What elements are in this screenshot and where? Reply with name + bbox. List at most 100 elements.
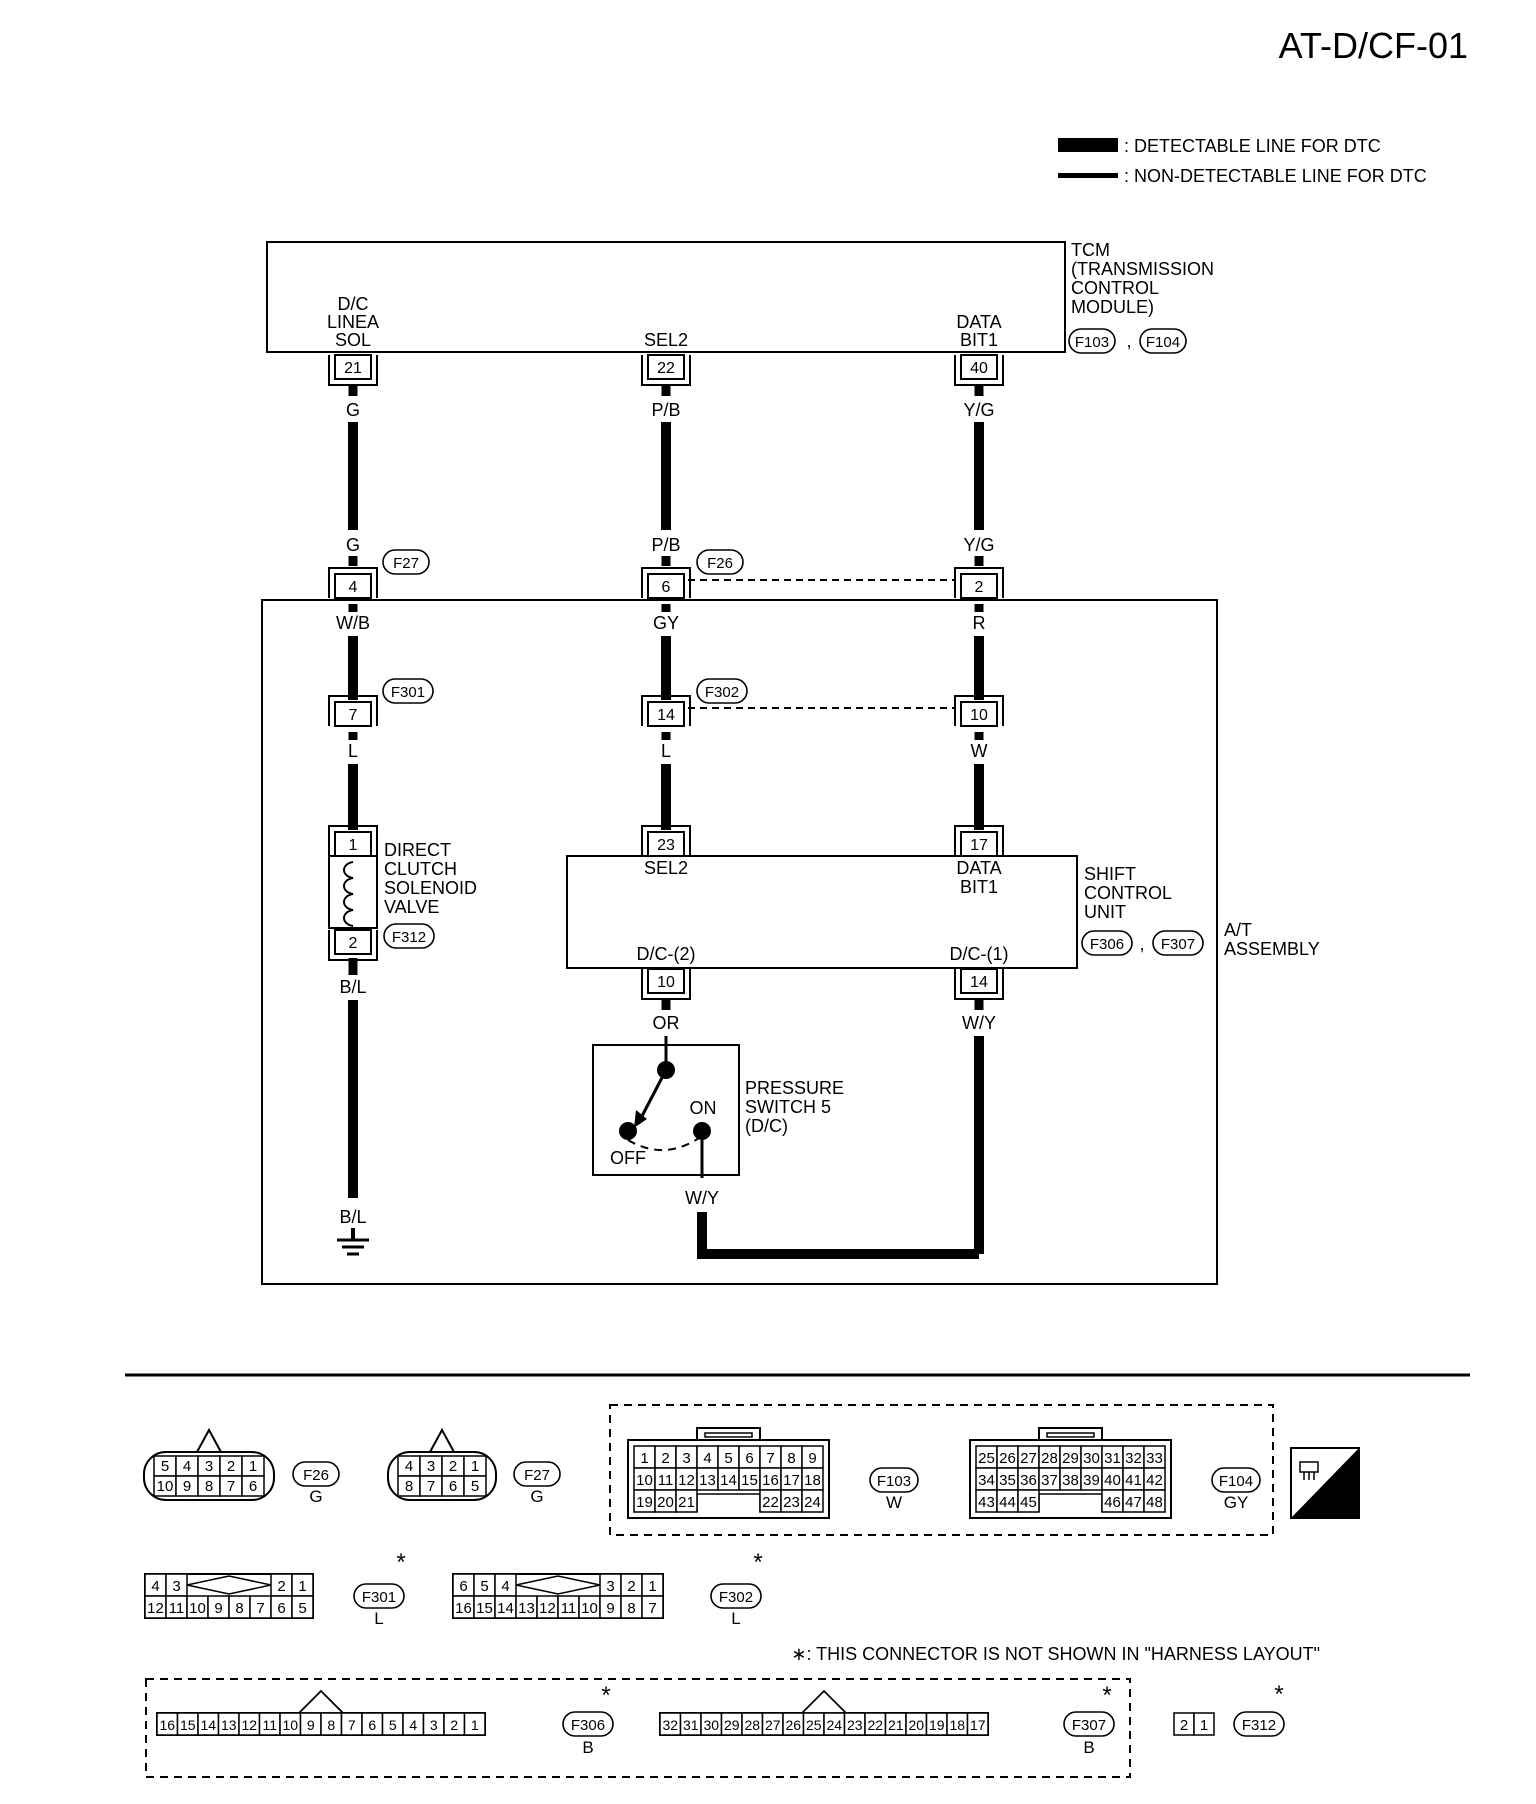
connector-view-f306-pin: 9 bbox=[307, 1717, 315, 1733]
page-code: AT-D/CF-01 bbox=[1279, 25, 1468, 66]
connector-view-f104-pin: 46 bbox=[1104, 1494, 1121, 1511]
connector-view-f26-cell bbox=[241, 1475, 265, 1497]
tcm-terminal-40-number: 40 bbox=[970, 360, 988, 377]
f26-terminal-2: 2 bbox=[954, 567, 1004, 599]
shift-unit-connector-f307-outline bbox=[1152, 930, 1204, 956]
f26-terminal-2-number: 2 bbox=[975, 579, 984, 596]
connector-group-f103-f104 bbox=[609, 1404, 1274, 1536]
connector-view-f301-pin: 4 bbox=[151, 1578, 159, 1595]
connector-view-f307-pin: 27 bbox=[765, 1717, 781, 1733]
tcm-terminal-21-label-line: D/C bbox=[338, 294, 369, 314]
tcm-terminal-22-number: 22 bbox=[657, 360, 675, 377]
connector-view-f104-label-text: F104 bbox=[1219, 1473, 1253, 1490]
connector-view-f103-label-text: F103 bbox=[877, 1473, 911, 1490]
connector-view-f103-pin: 7 bbox=[766, 1450, 774, 1467]
connector-view-f306-label-text: F306 bbox=[571, 1717, 605, 1734]
connector-view-f301-pin: 8 bbox=[235, 1600, 243, 1617]
connector-view-f302-pin: 16 bbox=[455, 1600, 472, 1617]
connector-view-f27-pin: 1 bbox=[471, 1458, 479, 1475]
switch-on-label: ON bbox=[690, 1098, 717, 1118]
connector-view-f104-cell bbox=[1143, 1489, 1166, 1513]
tcm-title-line: MODULE) bbox=[1071, 297, 1154, 317]
connector-view-f302-pin: 11 bbox=[561, 1600, 577, 1617]
switch-arm bbox=[639, 1069, 668, 1119]
connector-view-f26-pin: 4 bbox=[183, 1458, 191, 1475]
legend-non-detectable-label: : NON-DETECTABLE LINE FOR DTC bbox=[1124, 166, 1427, 186]
connector-view-f302-pin: 13 bbox=[518, 1600, 535, 1617]
connector-view-f307-key bbox=[799, 1689, 849, 1714]
connector-view-f301-label: F301 bbox=[353, 1583, 405, 1609]
connector-view-f26-key bbox=[195, 1427, 223, 1453]
connector-view-f307-asterisk: * bbox=[1102, 1682, 1111, 1709]
coil-icon bbox=[343, 861, 354, 927]
connector-view-f302-pin: 14 bbox=[497, 1600, 514, 1617]
tcm-terminal-40-label-line: DATA bbox=[956, 312, 1001, 332]
tcm-terminal-40-box bbox=[960, 354, 998, 380]
shift-unit-terminal-10: 10 bbox=[641, 968, 691, 1000]
switch-dashed-arc bbox=[627, 1135, 703, 1151]
connector-view-f104-pin: 41 bbox=[1125, 1472, 1142, 1489]
connector-view-f103-pin: 16 bbox=[762, 1472, 779, 1489]
connector-view-f307-cell bbox=[966, 1712, 989, 1736]
connector-view-f103-pin: 24 bbox=[804, 1494, 821, 1511]
connector-view-f104-pin: 30 bbox=[1083, 1450, 1100, 1467]
shift-unit-terminal-14: 14 bbox=[954, 968, 1004, 1000]
tcm-connector-f103-text: F103 bbox=[1075, 334, 1109, 351]
connector-view-f26-pin: 1 bbox=[249, 1458, 257, 1475]
wire-label-pb-f26: P/B bbox=[651, 535, 680, 555]
connector-view-f104-pin: 48 bbox=[1146, 1494, 1163, 1511]
connector-view-f307-pin: 26 bbox=[785, 1717, 801, 1733]
f302-terminal-10: 10 bbox=[954, 695, 1004, 727]
connector-view-f302-pin: 9 bbox=[606, 1600, 614, 1617]
connector-view-f306-key bbox=[296, 1689, 346, 1714]
connector-view-f306-pin: 4 bbox=[409, 1717, 417, 1733]
solenoid-terminal-2-box bbox=[334, 929, 372, 955]
connector-view-f307-pin: 28 bbox=[744, 1717, 760, 1733]
connector-view-f27-color: G bbox=[530, 1487, 543, 1506]
tcm-terminal-22-label: SEL2 bbox=[644, 330, 688, 350]
tcm-title-line: CONTROL bbox=[1071, 278, 1159, 298]
shift-unit-terminal-10-box bbox=[647, 968, 685, 994]
connector-view-f307-pin: 20 bbox=[908, 1717, 924, 1733]
tcm-title-line: TCM bbox=[1071, 240, 1110, 260]
f26-terminal-2-bracket bbox=[954, 567, 1004, 598]
tcm-title-line: (TRANSMISSION bbox=[1071, 259, 1214, 279]
f27-terminal-4-box bbox=[334, 573, 372, 599]
shift-unit-connector-f307-text: F307 bbox=[1161, 936, 1195, 953]
solenoid-terminal-1-box bbox=[334, 831, 372, 857]
connector-view-f27-pin: 6 bbox=[449, 1478, 457, 1495]
connector-view-f302-pin: 10 bbox=[581, 1600, 598, 1617]
solenoid-label-line: DIRECT bbox=[384, 840, 451, 860]
connector-view-f307-color: B bbox=[1083, 1738, 1094, 1757]
connector-view-f306-pin: 1 bbox=[471, 1717, 479, 1733]
connector-view-f306-pin: 3 bbox=[430, 1717, 438, 1733]
connector-view-f27-key bbox=[428, 1427, 456, 1453]
connector-view-f26-label-outline bbox=[292, 1461, 340, 1487]
solenoid-connector-f312: F312 bbox=[383, 923, 435, 949]
switch-off-label: OFF bbox=[610, 1148, 646, 1168]
solenoid-body bbox=[328, 855, 378, 929]
connector-view-f302-pin: 4 bbox=[501, 1578, 509, 1595]
connector-view-f27-label: F27 bbox=[513, 1461, 561, 1487]
connector-view-f104-pin: 31 bbox=[1104, 1450, 1121, 1467]
shift-unit-terminal-23-bracket bbox=[641, 825, 691, 856]
connector-view-f302-asterisk: * bbox=[753, 1549, 762, 1576]
f302-terminal-14-number: 14 bbox=[657, 707, 675, 724]
connector-view-f301-pin: 10 bbox=[189, 1600, 206, 1617]
wire-label-l-mid: L bbox=[661, 741, 671, 761]
wire-label-gy: GY bbox=[653, 613, 679, 633]
connector-view-f103-pin: 11 bbox=[658, 1472, 674, 1489]
connector-view-f103-pin: 8 bbox=[787, 1450, 795, 1467]
connector-view-f307-pin: 23 bbox=[847, 1717, 863, 1733]
connector-view-f104-pin: 28 bbox=[1041, 1450, 1058, 1467]
connector-view-f27-pin: 7 bbox=[427, 1478, 435, 1495]
connector-view-f307-label: F307 bbox=[1063, 1711, 1115, 1737]
connector-view-f301-pin: 6 bbox=[277, 1600, 285, 1617]
wire-label-r: R bbox=[973, 613, 986, 633]
connector-view-f104-pin: 44 bbox=[999, 1494, 1016, 1511]
connector-view-f104-label-outline bbox=[1211, 1467, 1261, 1493]
wire-label-or: OR bbox=[653, 1013, 680, 1033]
connector-view-f104-label: F104 bbox=[1211, 1467, 1261, 1493]
connector-view-f307-pin: 31 bbox=[683, 1717, 699, 1733]
connector-view-f26-pin: 9 bbox=[183, 1478, 191, 1495]
